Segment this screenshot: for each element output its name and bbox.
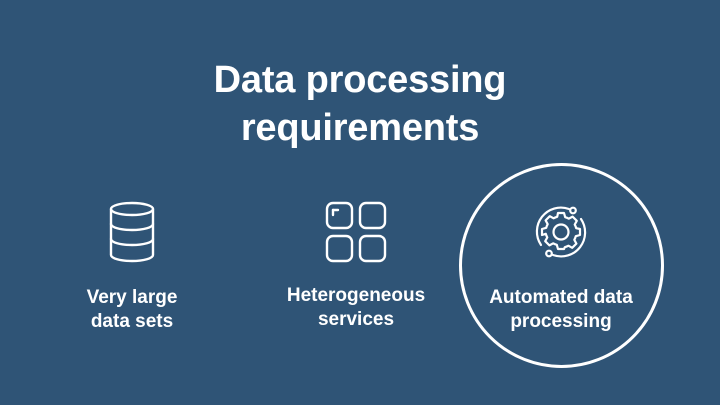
- requirement-label-line-1: Heterogeneous: [286, 285, 426, 306]
- slide-title: Data processing requirements: [0, 56, 720, 152]
- grid-squares-icon: [325, 201, 387, 263]
- requirement-automated-data-processing: Automated data processing: [461, 200, 661, 334]
- requirement-label-line-2: services: [317, 309, 395, 330]
- requirement-label-line-1: Automated data: [489, 287, 633, 308]
- gear-cycle-icon: [535, 206, 587, 258]
- database-icon: [109, 201, 155, 263]
- requirement-label: Automated data processing: [461, 286, 661, 334]
- requirement-label-line-1: Very large: [86, 287, 178, 308]
- requirement-very-large-data-sets: Very large data sets: [32, 200, 232, 334]
- highlight-circle: [459, 163, 664, 368]
- requirement-label: Heterogeneous services: [256, 284, 456, 332]
- slide-title-line-1: Data processing: [213, 59, 507, 101]
- requirement-heterogeneous-services: Heterogeneous services: [256, 200, 456, 332]
- requirement-label: Very large data sets: [32, 286, 232, 334]
- slide-title-line-2: requirements: [240, 107, 480, 149]
- requirement-label-line-2: processing: [510, 311, 612, 332]
- requirement-label-line-2: data sets: [90, 311, 174, 332]
